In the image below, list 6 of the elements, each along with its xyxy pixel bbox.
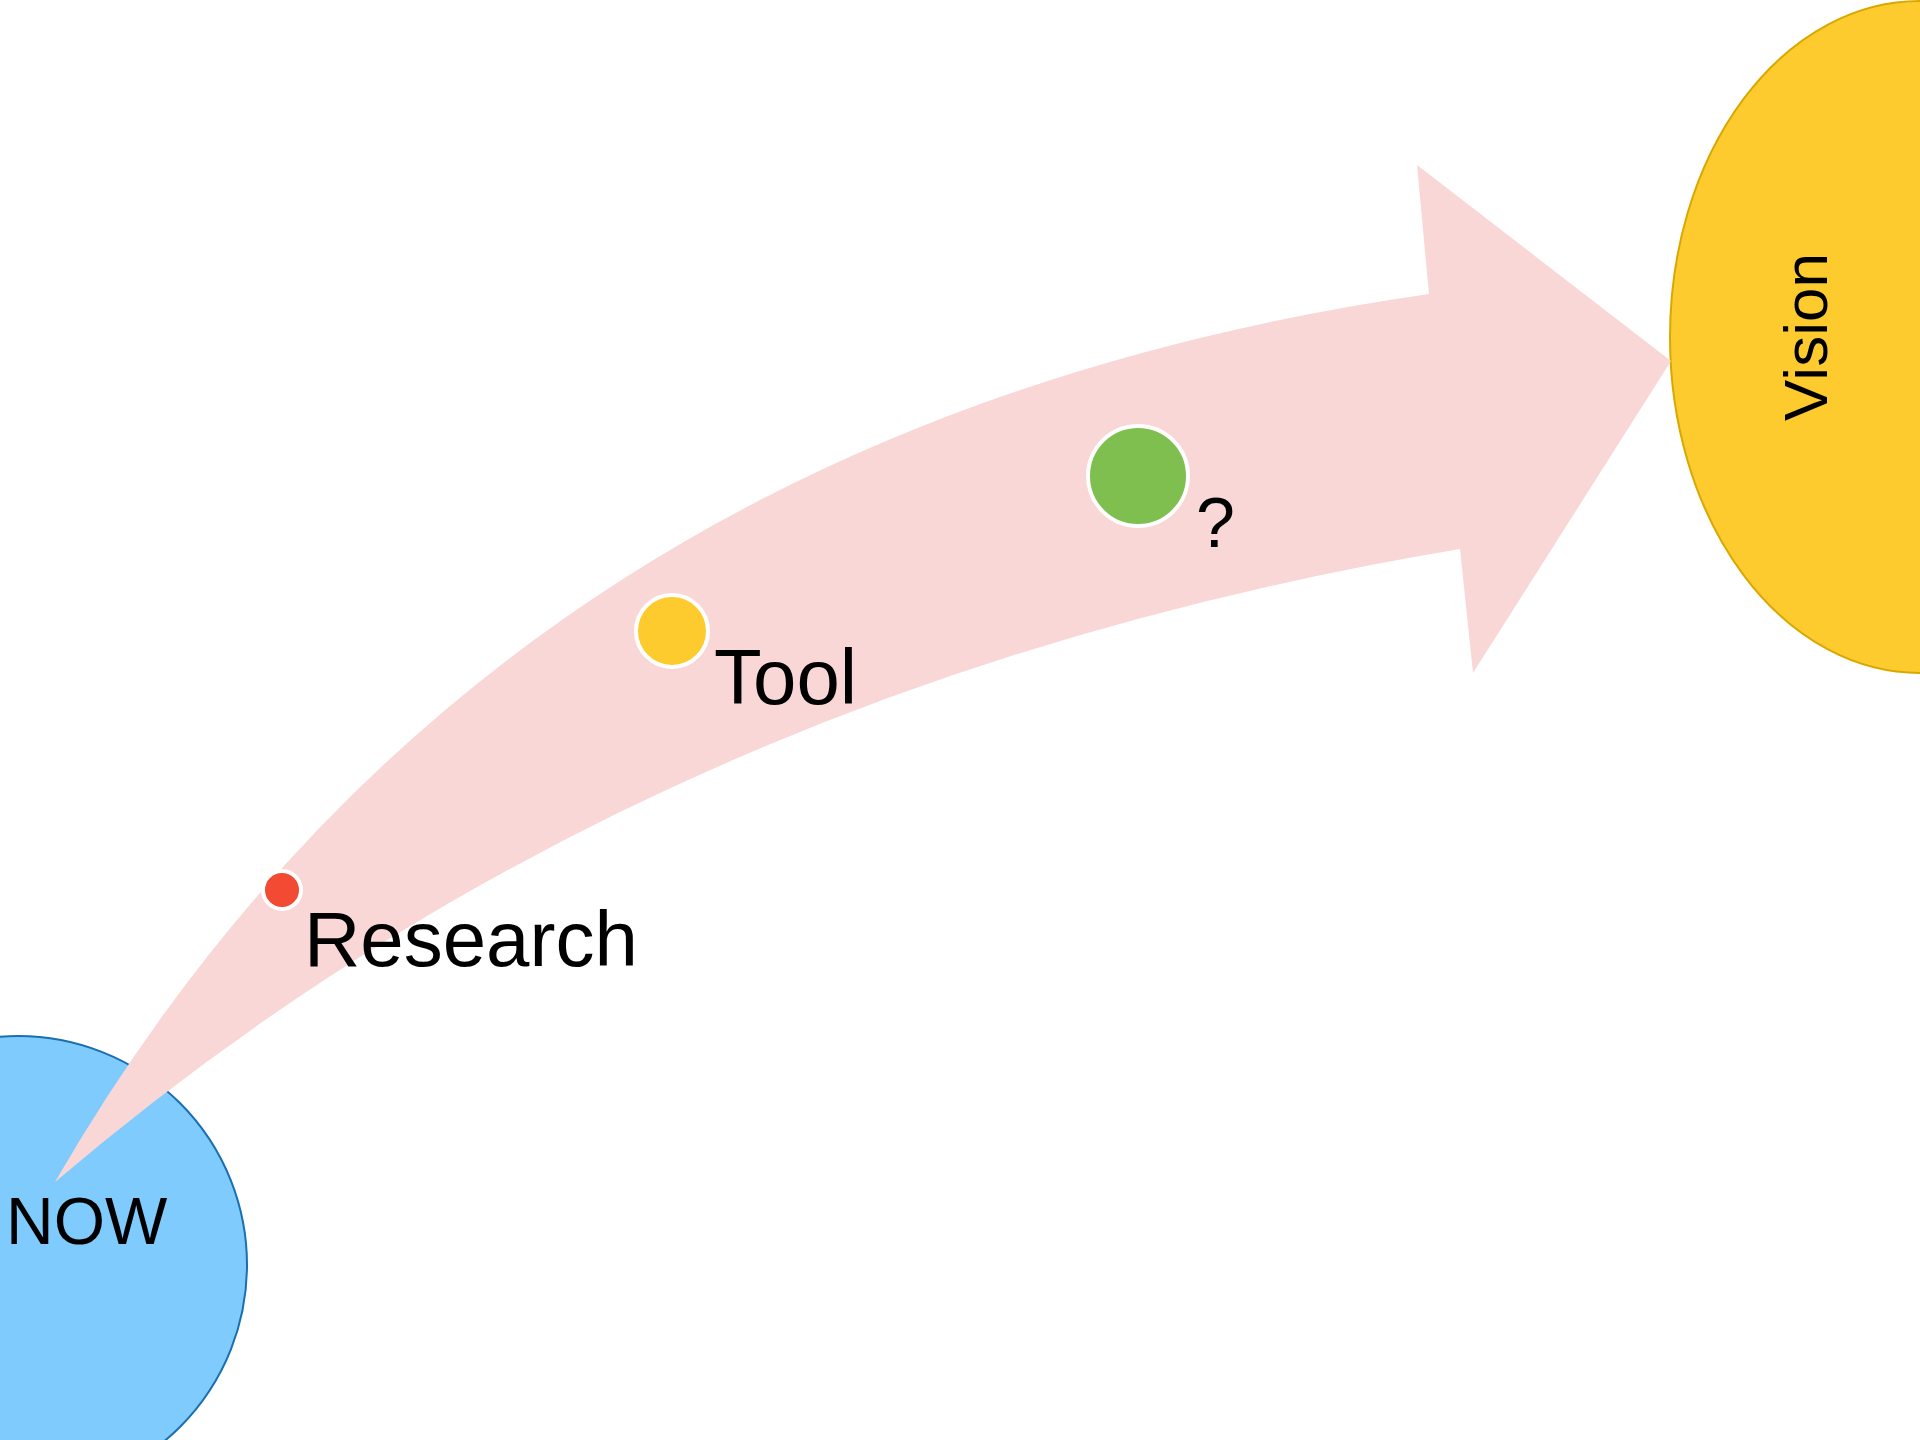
node-label: NOW xyxy=(6,1188,168,1254)
milestone-label: Research xyxy=(304,900,638,978)
curved-arrow xyxy=(55,165,1671,1182)
milestone-label: Tool xyxy=(714,638,858,716)
milestone-label: ? xyxy=(1196,488,1235,558)
node-label: Vision xyxy=(1775,253,1837,421)
